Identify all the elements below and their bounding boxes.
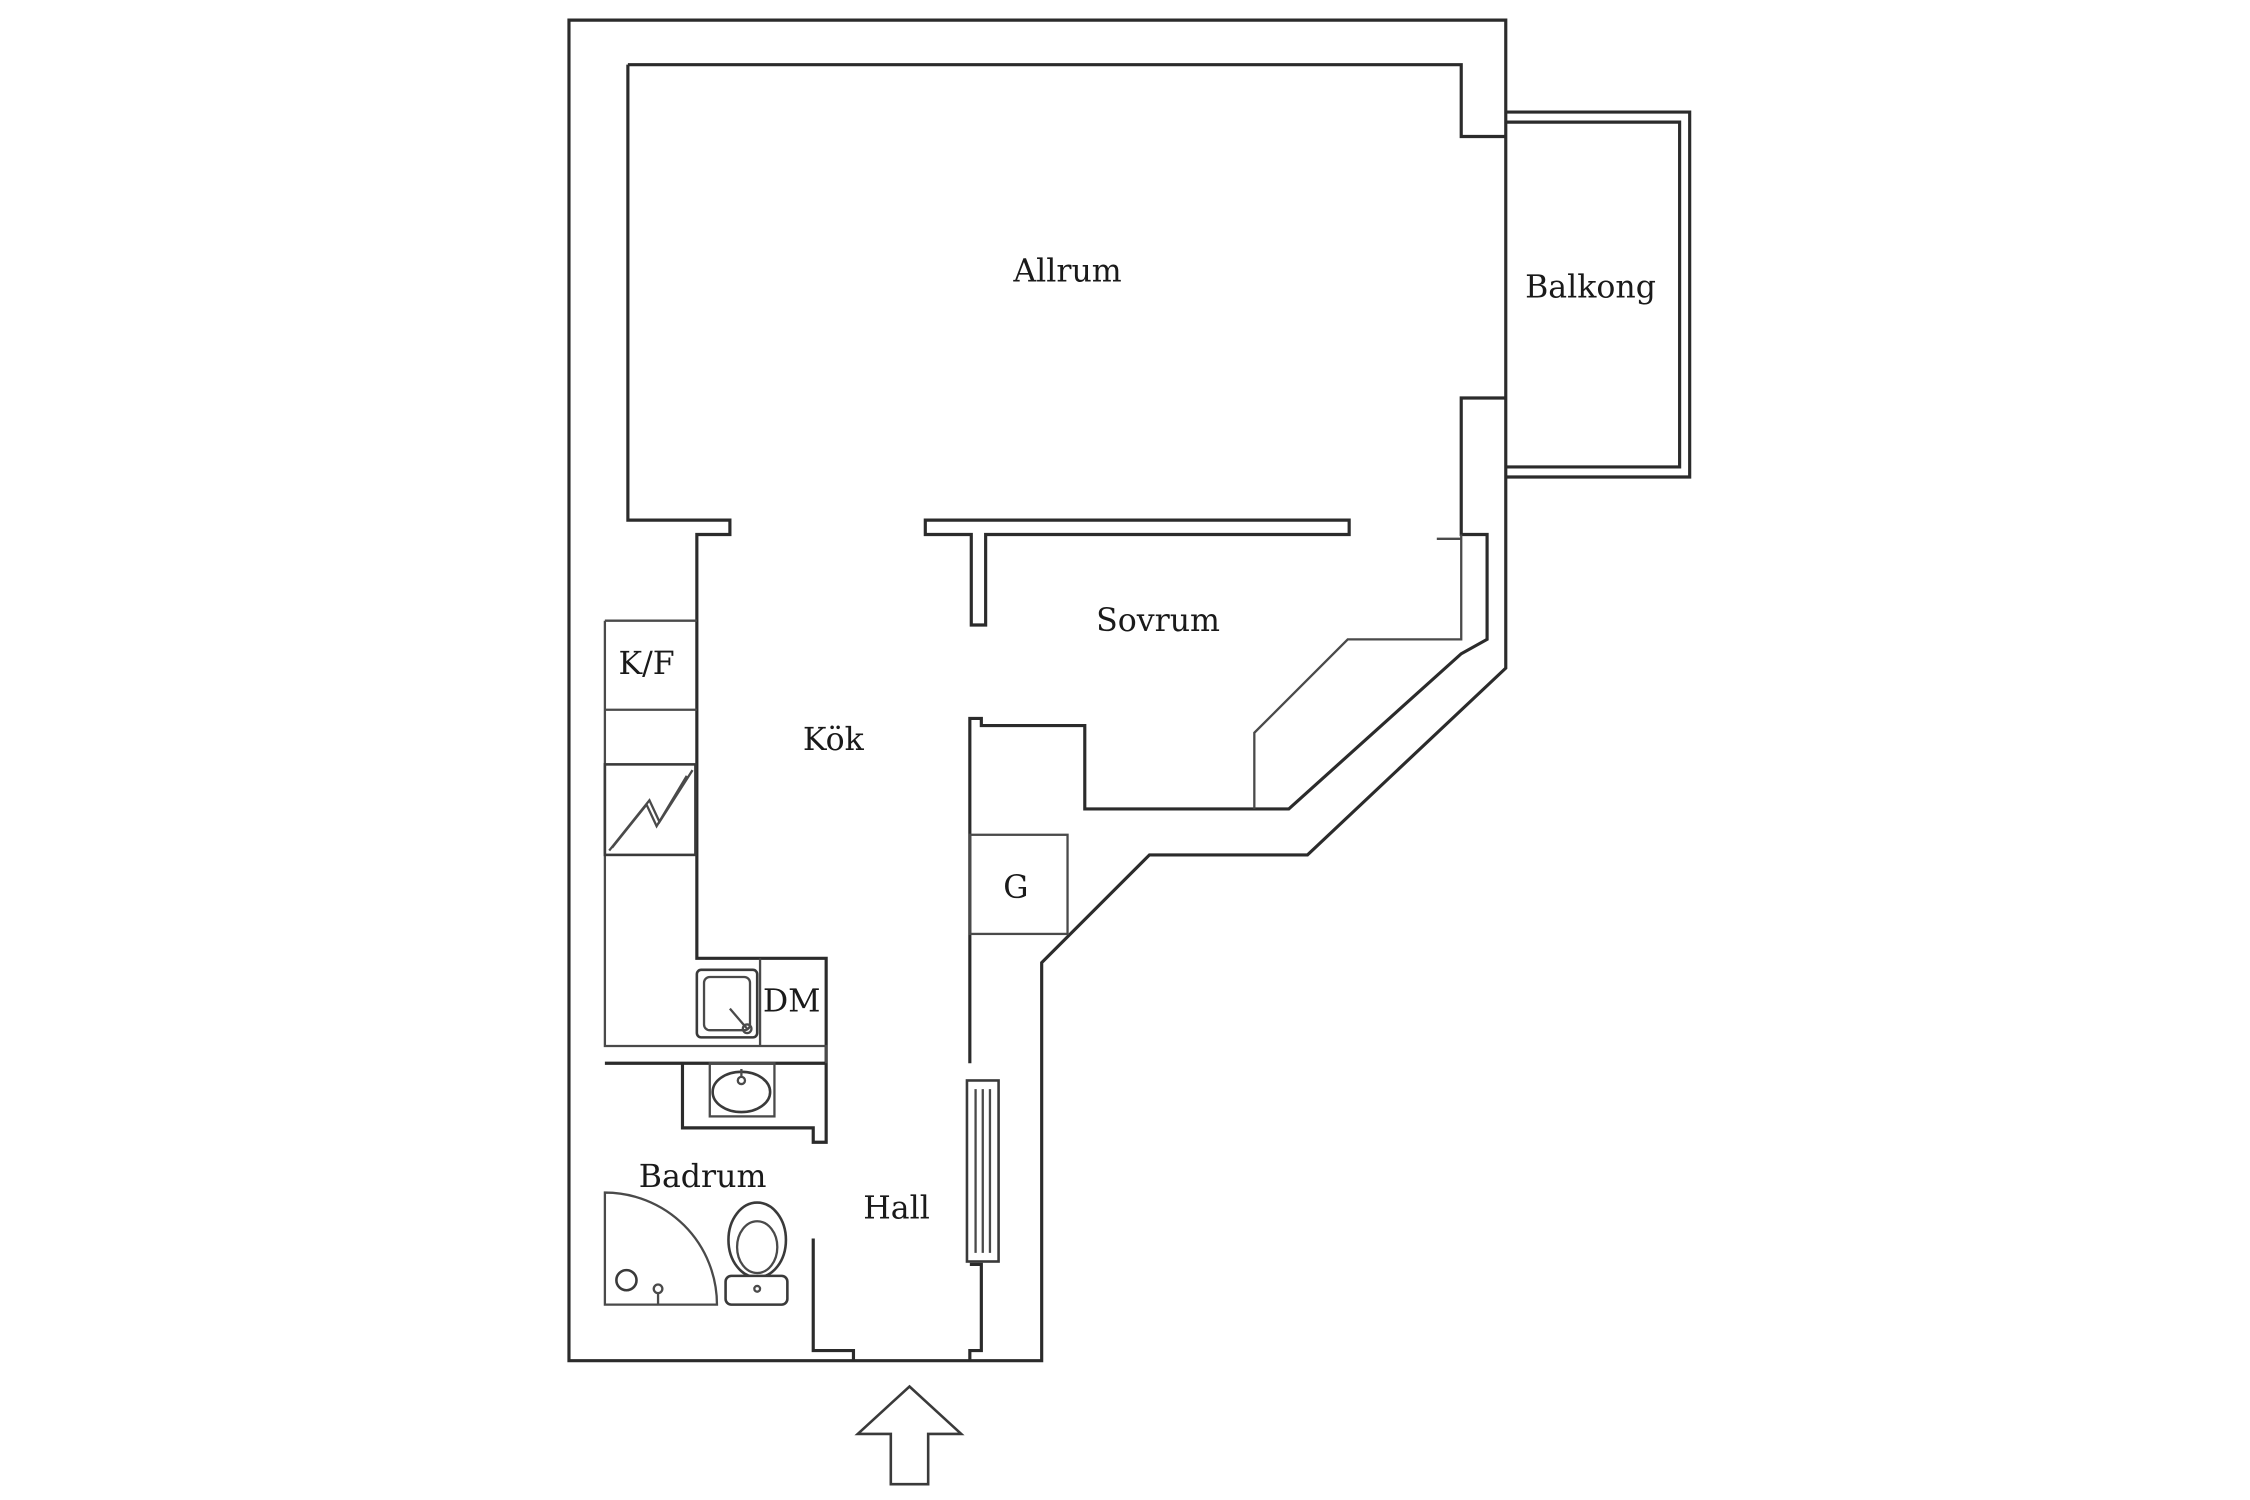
inner-wall <box>604 63 1506 1361</box>
room-label-balkong: Balkong <box>1525 269 1656 305</box>
outer-wall <box>567 18 1508 1363</box>
room-label-kf: K/F <box>618 646 674 682</box>
room-label-hall: Hall <box>863 1190 930 1226</box>
room-label-allrum: Allrum <box>1012 254 1121 290</box>
wardrobe-box <box>968 833 1069 936</box>
room-label-sovrum: Sovrum <box>1096 603 1220 639</box>
stove-icon <box>603 763 697 857</box>
toilet-icon <box>724 1201 789 1306</box>
room-label-dm: DM <box>763 984 821 1020</box>
room-label-kok: Kök <box>803 722 865 758</box>
balcony-outline <box>1505 110 1692 479</box>
radiator-icon <box>965 1079 1000 1263</box>
washbasin-icon <box>708 1062 776 1118</box>
bedroom-partition-line <box>1253 534 1463 809</box>
entrance-arrow-icon <box>854 1384 965 1486</box>
room-label-badrum: Badrum <box>639 1159 767 1195</box>
room-label-g: G <box>1003 870 1028 906</box>
shower-icon <box>603 1191 719 1306</box>
kitchen-sink-icon <box>695 968 759 1039</box>
kitchen-counter <box>603 619 828 1064</box>
